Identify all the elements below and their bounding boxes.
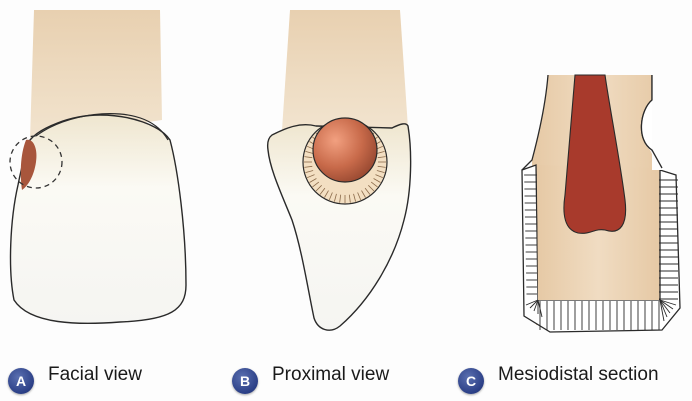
caption-mesiodistal: C Mesiodistal section bbox=[458, 355, 659, 395]
caption-mesiodistal-label: Mesiodistal section bbox=[498, 364, 659, 386]
badge-b: B bbox=[232, 368, 258, 394]
caption-facial-label: Facial view bbox=[48, 364, 142, 386]
root-b bbox=[282, 10, 408, 130]
caption-proximal-label: Proximal view bbox=[272, 364, 389, 386]
lesion-ball-b bbox=[313, 118, 377, 182]
badge-a: A bbox=[8, 368, 34, 394]
facial-view-tooth bbox=[10, 10, 186, 323]
caption-proximal: B Proximal view bbox=[232, 355, 389, 395]
caption-facial: A Facial view bbox=[8, 355, 142, 395]
mesiodistal-section bbox=[522, 75, 692, 332]
badge-c: C bbox=[458, 368, 484, 394]
proximal-view-tooth bbox=[268, 10, 411, 330]
crown-a bbox=[11, 115, 186, 323]
